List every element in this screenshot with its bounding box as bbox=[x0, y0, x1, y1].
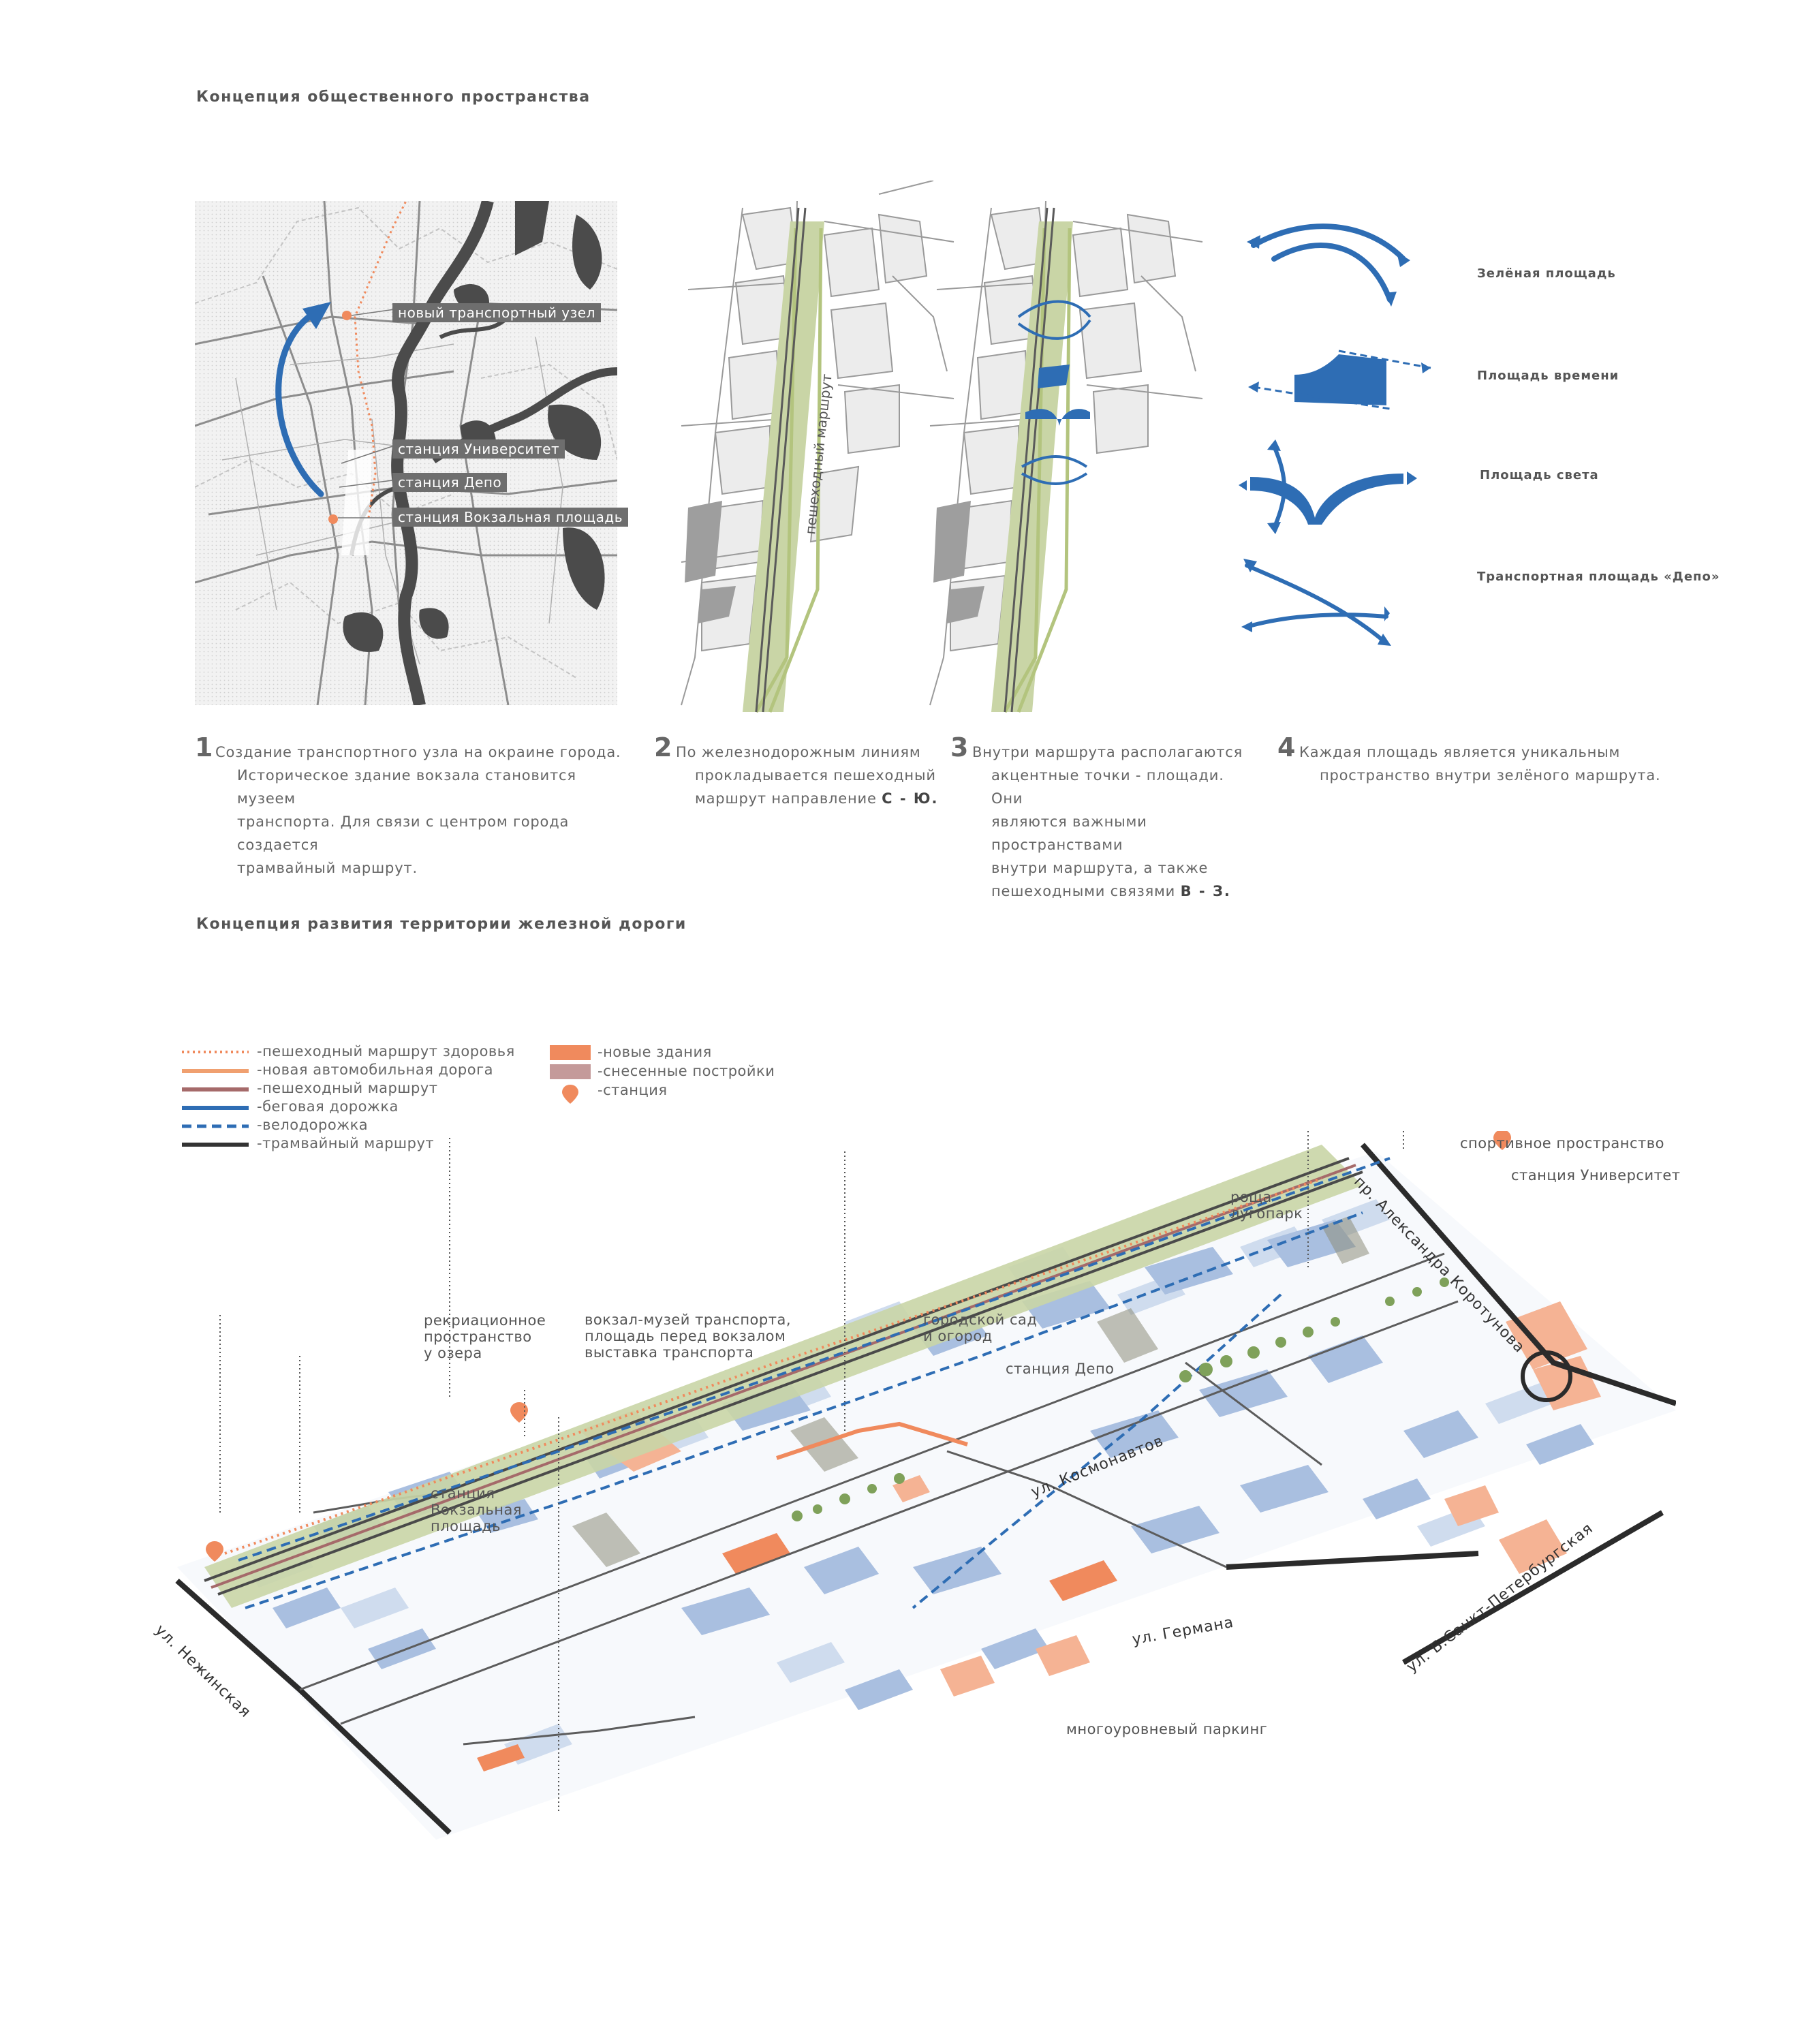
time-square-icon bbox=[1248, 350, 1431, 410]
section2-title: Концепция развития территории железной д… bbox=[196, 916, 687, 933]
legend-label-health-route: -пешеходный маршрут здоровья bbox=[257, 1043, 515, 1059]
axonometric-plan bbox=[164, 1131, 1676, 1846]
legend-label-new-road: -новая автомобильная дорога bbox=[257, 1062, 493, 1078]
legend-label-bike: -велодорожка bbox=[257, 1117, 369, 1133]
square-icons bbox=[1233, 204, 1438, 668]
callout-depo: станция Депо bbox=[1006, 1361, 1115, 1377]
square-label-light: Площадь света bbox=[1480, 468, 1599, 482]
legend-swatch-new-buildings bbox=[550, 1045, 591, 1060]
square-label-green: Зелёная площадь bbox=[1477, 266, 1616, 281]
square-label-depo: Транспортная площадь «Депо» bbox=[1477, 570, 1720, 584]
section1-title: Концепция общественного пространства bbox=[196, 89, 591, 106]
legend-station-pin-icon bbox=[562, 1085, 578, 1104]
legend-label-demolished: -снесенные постройки bbox=[597, 1063, 775, 1079]
pin-depo-icon bbox=[510, 1402, 528, 1423]
route-map: пешеходный маршрут bbox=[674, 181, 961, 719]
pin-univ-icon bbox=[1493, 1131, 1511, 1150]
map-label-vokzal: станция Вокзальная площадь bbox=[392, 508, 629, 527]
legend-label-new-buildings: -новые здания bbox=[597, 1044, 712, 1060]
square-label-time: Площадь времени bbox=[1477, 369, 1619, 383]
squares-map bbox=[923, 181, 1209, 719]
callout-parking: многоуровневый паркинг bbox=[1066, 1721, 1268, 1737]
legend-label-ped-route: -пешеходный маршрут bbox=[257, 1080, 438, 1096]
map-label-depo: станция Депо bbox=[392, 473, 508, 492]
legend-label-tram: -трамвайный маршрут bbox=[257, 1135, 435, 1151]
map-label-univ: станция Университет bbox=[392, 439, 565, 459]
depo-square-icon bbox=[1245, 563, 1388, 642]
callout-univ: станция Университет bbox=[1511, 1167, 1681, 1183]
callout-museum: вокзал-музей транспорта,площадь перед во… bbox=[585, 1312, 792, 1361]
pin-vokzal-icon bbox=[206, 1541, 223, 1562]
callout-sport: спортивное пространство bbox=[1460, 1135, 1665, 1151]
legend-lines: -пешеходный маршрут здоровья -новая авто… bbox=[181, 1042, 535, 1158]
new-hub-marker bbox=[342, 311, 352, 320]
map-label-new-hub: новый транспортный узел bbox=[392, 303, 601, 322]
green-square-icon bbox=[1251, 223, 1406, 303]
legend-swatch-demolished bbox=[550, 1064, 591, 1079]
light-square-icon bbox=[1239, 439, 1417, 534]
legend-label-running: -беговая дорожка bbox=[257, 1098, 399, 1115]
legend-label-station: -станция bbox=[597, 1082, 668, 1098]
legend-areas: -новые здания -снесенные постройки -стан… bbox=[548, 1042, 821, 1111]
